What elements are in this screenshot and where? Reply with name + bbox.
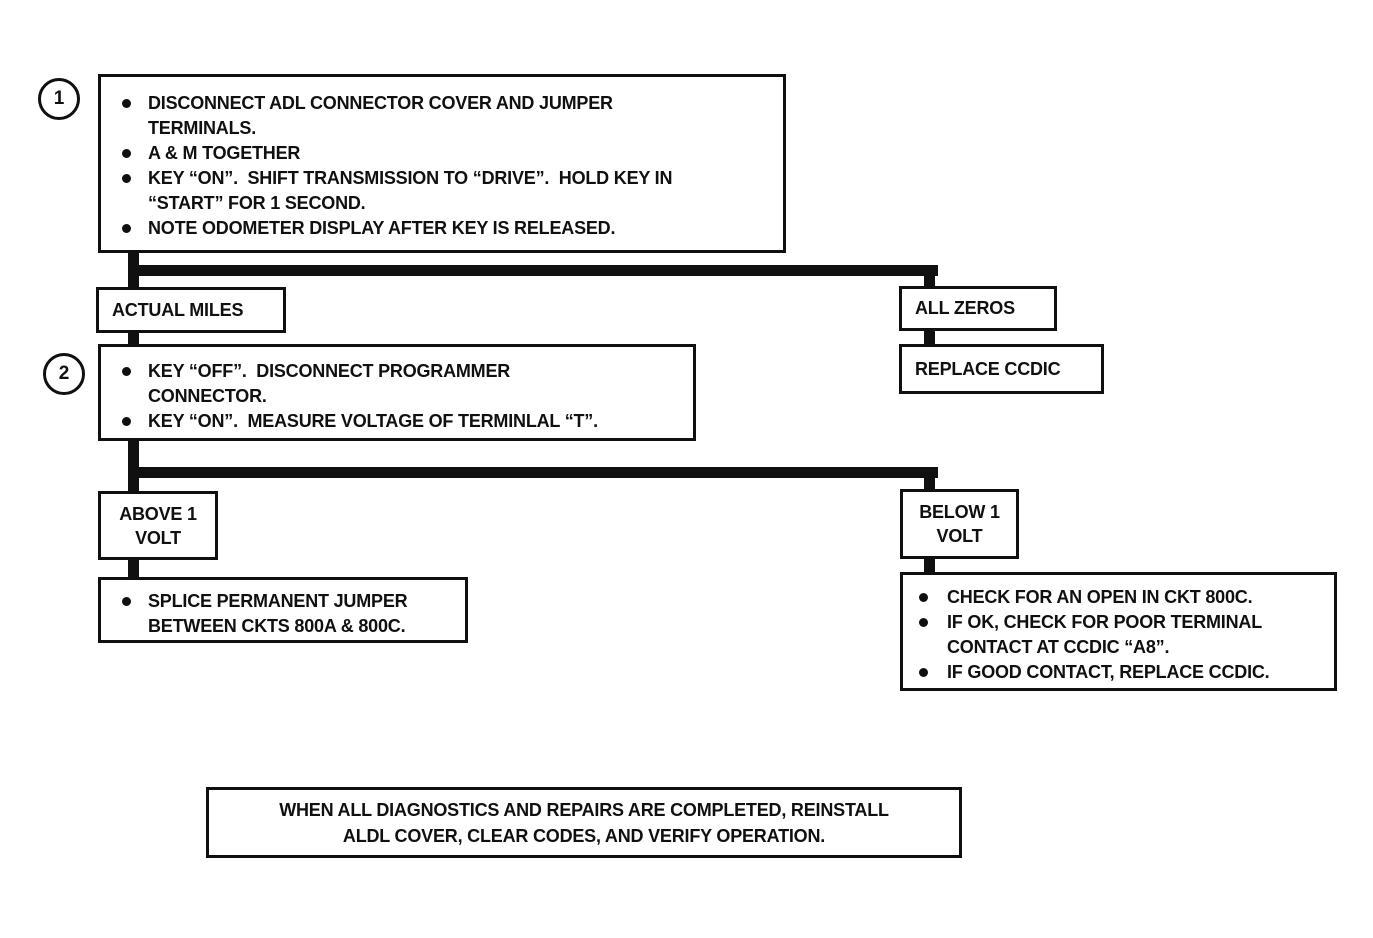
instruction-row: DISCONNECT ADL CONNECTOR COVER AND JUMPE… xyxy=(101,91,773,141)
instruction-text: DISCONNECT ADL CONNECTOR COVER AND JUMPE… xyxy=(148,93,613,138)
bullet-icon xyxy=(919,593,928,602)
instruction-row: KEY “OFF”. DISCONNECT PROGRAMMER CONNECT… xyxy=(101,359,683,409)
splice-jumper-box: SPLICE PERMANENT JUMPER BETWEEN CKTS 800… xyxy=(98,577,468,643)
branch-label: ALL ZEROS xyxy=(915,298,1015,318)
instruction-text: KEY “ON”. MEASURE VOLTAGE OF TERMINLAL “… xyxy=(148,411,598,431)
branch-below-1-volt-box: BELOW 1 VOLT xyxy=(900,489,1019,559)
branch-all-zeros-box: ALL ZEROS xyxy=(899,286,1057,331)
instruction-text: SPLICE PERMANENT JUMPER BETWEEN CKTS 800… xyxy=(148,591,408,636)
replace-ccdic-box: REPLACE CCDIC xyxy=(899,344,1104,394)
branch-label: ACTUAL MILES xyxy=(112,299,244,320)
bullet-icon xyxy=(122,367,131,376)
bullet-icon xyxy=(122,224,131,233)
completion-note-text: WHEN ALL DIAGNOSTICS AND REPAIRS ARE COM… xyxy=(279,799,889,846)
completion-note-box: WHEN ALL DIAGNOSTICS AND REPAIRS ARE COM… xyxy=(206,787,962,858)
instruction-text: KEY “ON”. SHIFT TRANSMISSION TO “DRIVE”.… xyxy=(148,168,673,213)
connector-line xyxy=(924,265,935,288)
connector-line xyxy=(924,557,935,574)
instruction-text: KEY “OFF”. DISCONNECT PROGRAMMER CONNECT… xyxy=(148,361,511,406)
connector-line xyxy=(128,265,938,276)
instruction-text: IF GOOD CONTACT, REPLACE CCDIC. xyxy=(947,662,1270,682)
instruction-text: NOTE ODOMETER DISPLAY AFTER KEY IS RELEA… xyxy=(148,218,616,238)
instruction-row: IF GOOD CONTACT, REPLACE CCDIC. xyxy=(903,660,1324,685)
check-open-circuit-box: CHECK FOR AN OPEN IN CKT 800C. IF OK, CH… xyxy=(900,572,1337,691)
connector-line xyxy=(924,467,935,491)
bullet-icon xyxy=(122,174,131,183)
bullet-icon xyxy=(122,597,131,606)
instruction-row: CHECK FOR AN OPEN IN CKT 800C. xyxy=(903,585,1324,610)
connector-line xyxy=(924,329,935,346)
connector-line xyxy=(128,467,938,478)
step-1-number-badge: 1 xyxy=(38,78,80,120)
instruction-row: NOTE ODOMETER DISPLAY AFTER KEY IS RELEA… xyxy=(101,216,773,241)
branch-above-1-volt-box: ABOVE 1 VOLT xyxy=(98,491,218,560)
instruction-row: KEY “ON”. MEASURE VOLTAGE OF TERMINLAL “… xyxy=(101,409,683,434)
step-2-number: 2 xyxy=(58,363,70,384)
branch-label: BELOW 1 VOLT xyxy=(919,502,1000,546)
step-1-number: 1 xyxy=(53,88,65,109)
bullet-icon xyxy=(919,618,928,627)
step-1-instructions-box: DISCONNECT ADL CONNECTOR COVER AND JUMPE… xyxy=(98,74,786,253)
branch-label: ABOVE 1 VOLT xyxy=(119,503,197,548)
bullet-icon xyxy=(919,668,928,677)
bullet-icon xyxy=(122,149,131,158)
action-label: REPLACE CCDIC xyxy=(915,358,1061,379)
bullet-icon xyxy=(122,99,131,108)
connector-line xyxy=(128,439,139,492)
step-2-number-badge: 2 xyxy=(43,353,85,395)
instruction-row: IF OK, CHECK FOR POOR TERMINAL CONTACT A… xyxy=(903,610,1324,660)
instruction-text: IF OK, CHECK FOR POOR TERMINAL CONTACT A… xyxy=(947,612,1262,657)
instruction-row: A & M TOGETHER xyxy=(101,141,773,166)
connector-line xyxy=(128,558,139,579)
instruction-row: KEY “ON”. SHIFT TRANSMISSION TO “DRIVE”.… xyxy=(101,166,773,216)
step-2-instructions-box: KEY “OFF”. DISCONNECT PROGRAMMER CONNECT… xyxy=(98,344,696,441)
branch-actual-miles-box: ACTUAL MILES xyxy=(96,287,286,333)
connector-line xyxy=(128,331,139,346)
bullet-icon xyxy=(122,417,131,426)
instruction-text: A & M TOGETHER xyxy=(148,143,301,163)
instruction-text: CHECK FOR AN OPEN IN CKT 800C. xyxy=(947,587,1253,607)
instruction-row: SPLICE PERMANENT JUMPER BETWEEN CKTS 800… xyxy=(101,589,455,639)
